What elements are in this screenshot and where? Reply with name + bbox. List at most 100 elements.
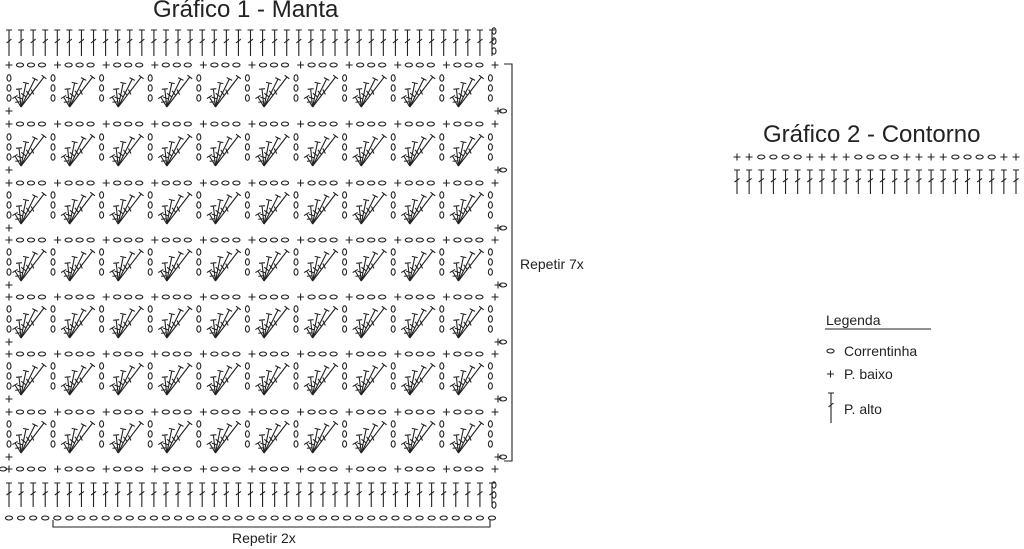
chain-stitch [232,294,241,300]
chain-stitch [147,430,153,438]
chain-stitch [487,362,493,370]
chain-stitch [426,121,435,127]
chain-stitch [6,325,12,333]
chain-stitch [161,121,170,127]
chain-stitch [491,491,497,499]
double-crochet-stitch [303,440,314,454]
chain-stitch [987,154,996,160]
chain-stitch [232,466,241,472]
single-crochet-stitch [442,465,450,473]
single-crochet-stitch [491,465,499,473]
double-crochet-stitch [356,29,363,56]
single-crochet-stitch [494,107,502,115]
chain-stitch [75,294,84,300]
double-crochet-stitch [409,365,427,396]
chain-stitch [6,382,12,390]
chain-stitch [464,180,473,186]
double-crochet-stitch [457,74,485,108]
double-crochet-stitch [464,482,471,507]
double-crochet-stitch [18,29,25,56]
chain-stitch [269,62,279,68]
double-crochet-stitch [255,268,265,282]
chain-stitch [342,382,348,390]
chain-stitch [464,62,473,68]
double-crochet-stitch [263,362,290,396]
single-crochet-stitch [151,120,159,128]
chain-stitch [329,62,338,68]
chain-stitch [269,466,279,472]
double-crochet-stitch [211,29,218,56]
chain-stitch [293,84,299,92]
chain-stitch [280,466,290,472]
double-crochet-stitch [206,268,216,282]
double-crochet-stitch [449,325,459,339]
chain-stitch [404,237,413,243]
single-crochet-stitch [442,61,450,69]
double-crochet-stitch [409,77,427,108]
double-crochet-stitch [457,136,476,167]
double-crochet-stitch [166,77,184,108]
single-crochet-stitch [151,350,159,358]
chain-stitch [258,180,268,186]
chain-stitch [464,466,473,472]
double-crochet-stitch [356,482,363,507]
double-crochet-stitch [20,365,38,396]
chain-stitch [330,515,340,521]
chain-stitch [221,294,230,300]
double-crochet-stitch [42,29,49,56]
double-crochet-stitch [109,94,119,108]
double-crochet-stitch [12,440,22,454]
chain-stitch [99,372,105,380]
chain-row [5,350,499,358]
chain-stitch [453,180,462,186]
chain-stitch [293,420,299,428]
chain-stitch [37,409,47,415]
single-crochet-icon [827,370,834,378]
double-crochet-stitch [175,482,182,507]
chain-stitch [50,84,56,92]
double-crochet-stitch [352,440,362,454]
chain-stitch [498,454,508,460]
chain-stitch [99,248,105,256]
chain-stitch [342,143,348,151]
single-crochet-stitch [248,236,256,244]
chain-stitch [378,294,387,300]
fan-row [5,362,508,403]
chain-stitch [439,133,445,141]
double-crochet-stitch [307,262,315,282]
double-crochet-stitch [166,251,184,282]
chain-stitch [293,248,299,256]
double-crochet-stitch [210,376,218,396]
chain-stitch [487,84,493,92]
double-crochet-stitch [360,427,370,454]
double-crochet-stitch [453,205,461,225]
double-crochet-stitch [20,133,47,167]
chain-stitch [50,74,56,82]
chain-stitch [6,248,12,256]
chain-stitch [210,409,219,415]
chain-stitch [280,62,290,68]
double-crochet-stitch [312,427,321,454]
single-crochet-stitch [102,465,110,473]
chain-stitch [173,515,183,521]
double-crochet-stitch [867,169,874,194]
chain-stitch [86,466,95,472]
chain-stitch [53,515,62,521]
chain-stitch [342,84,348,92]
double-crochet-stitch [6,482,12,507]
chain-stitch [390,382,396,390]
chain-stitch [487,143,493,151]
double-crochet-stitch [449,440,459,454]
chain-stitch [99,191,105,199]
double-crochet-stitch [307,88,315,108]
fan-row [5,133,508,174]
chain-stitch [390,153,396,161]
chain-stitch [463,515,472,521]
single-crochet-stitch [102,120,110,128]
chain-stitch [439,74,445,82]
chain-stitch [64,121,73,127]
chain-stitch [342,191,348,199]
chain-stitch [356,62,365,68]
chain-stitch [75,62,84,68]
chain-icon [826,348,835,354]
